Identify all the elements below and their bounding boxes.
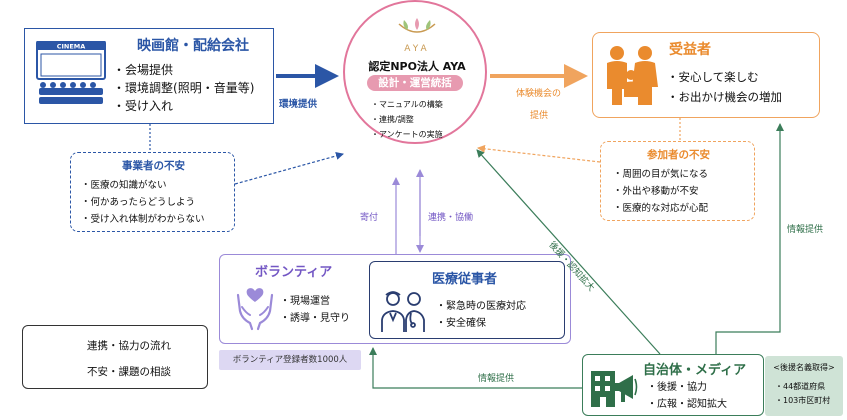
beneficiaries-list: 安心して楽しむ お出かけ機会の増加	[667, 67, 783, 107]
family-icon	[607, 46, 658, 105]
hands-heart-icon	[236, 288, 274, 331]
government-media-list: 後援・協力 広報・認知拡大	[647, 379, 727, 413]
legend-dotted-label: 不安・課題の相談	[87, 366, 171, 378]
list-item: 受け入れ体制がわからない	[81, 211, 205, 228]
cinema-list: 会場提供 環境調整(照明・音量等) 受け入れ	[113, 61, 254, 115]
env-provision-label: 環境提供	[279, 99, 318, 110]
cooperation-label: 連携・協働	[428, 213, 474, 223]
building-megaphone-icon	[591, 371, 638, 407]
government-media-box: 自治体・メディア 後援・協力 広報・認知拡大	[582, 354, 764, 416]
list-item: 44都道府県	[775, 380, 830, 394]
info-provision-bottom-label: 情報提供	[478, 374, 515, 384]
cinema-title: 映画館・配給会社	[137, 38, 249, 54]
info-provision-right-label: 情報提供	[787, 225, 824, 235]
list-item: 医療の知識がない	[81, 177, 205, 194]
list-item: 現場運営	[280, 293, 350, 310]
list-item: 103市区町村	[775, 394, 830, 408]
volunteer-box: ボランティア 現場運営 誘導・見守り 医療従事者	[219, 254, 571, 344]
business-concerns-title: 事業者の不安	[122, 160, 185, 172]
list-item: 受け入れ	[113, 97, 254, 115]
list-item: 誘導・見守り	[280, 310, 350, 327]
medical-staff-icon	[381, 291, 425, 332]
list-item: 外出や移動が不安	[613, 183, 708, 200]
list-item: 医療的な対応が心配	[613, 200, 709, 217]
medical-list: 緊急時の医療対応 安全確保	[436, 298, 526, 332]
beneficiaries-box: 受益者 安心して楽しむ お出かけ機会の増加	[592, 32, 820, 118]
aya-role-badge: 設計・運営統括	[367, 75, 463, 91]
volunteer-count-badge: ボランティア登録者数1000人	[219, 350, 361, 370]
list-item: お出かけ機会の増加	[667, 87, 783, 107]
legend-box: 連携・協力の流れ 不安・課題の相談	[22, 325, 208, 389]
dotted-concern-to-aya-right	[477, 144, 601, 163]
support-names-list: 44都道府県 103市区町村	[775, 380, 830, 408]
list-item: マニュアルの構築	[371, 97, 443, 112]
support-names-box: <後援名義取得> 44都道府県 103市区町村	[765, 356, 843, 416]
aya-list: マニュアルの構築 連携/調整 アンケートの実施	[371, 97, 443, 142]
aya-logo-icon	[398, 18, 436, 33]
list-item: アンケートの実施	[371, 127, 443, 142]
arrow-gov-to-beneficiaries	[715, 123, 784, 354]
business-concerns-box: 事業者の不安 医療の知識がない 何かあったらどうしよう 受け入れ体制がわからない	[70, 152, 235, 232]
list-item: 何かあったらどうしよう	[81, 194, 205, 211]
participant-concerns-list: 周囲の目が気になる 外出や移動が不安 医療的な対応が心配	[613, 166, 709, 217]
list-item: 広報・認知拡大	[647, 396, 727, 413]
legend-solid-label: 連携・協力の流れ	[87, 340, 171, 352]
medical-box: 医療従事者 緊急時の医療対応 安全確保	[369, 261, 565, 339]
list-item: 会場提供	[113, 61, 254, 79]
cinema-sign-text: CINEMA	[57, 43, 86, 51]
list-item: 周囲の目が気になる	[613, 166, 709, 183]
participant-concerns-title: 参加者の不安	[647, 149, 710, 161]
donation-label: 寄付	[360, 213, 379, 223]
list-item: 連携/調整	[371, 112, 443, 127]
list-item: 安心して楽しむ	[667, 67, 782, 87]
aya-circle: AYA 認定NPO法人 AYA 設計・運営統括 マニュアルの構築 連携/調整 ア…	[343, 0, 487, 144]
government-media-title: 自治体・メディア	[643, 363, 747, 378]
experience-label-1: 体験機会の	[516, 89, 562, 99]
arrow-gov-to-volunteer	[369, 347, 582, 389]
beneficiaries-title: 受益者	[669, 42, 711, 58]
list-item: 緊急時の医療対応	[436, 298, 526, 315]
support-names-title: <後援名義取得>	[773, 363, 835, 372]
list-item: 安全確保	[436, 315, 526, 332]
medical-title: 医療従事者	[432, 272, 498, 287]
arrow-gov-to-aya	[476, 149, 661, 355]
participant-concerns-box: 参加者の不安 周囲の目が気になる 外出や移動が不安 医療的な対応が心配	[600, 141, 755, 221]
list-item: 後援・協力	[647, 379, 727, 396]
volunteer-title: ボランティア	[255, 265, 333, 280]
dotted-concern-to-aya	[234, 152, 344, 185]
business-concerns-list: 医療の知識がない 何かあったらどうしよう 受け入れ体制がわからない	[81, 177, 205, 228]
experience-label-2: 提供	[530, 111, 549, 121]
volunteer-list: 現場運営 誘導・見守り	[280, 293, 350, 327]
aya-name: 認定NPO法人 AYA	[368, 60, 466, 73]
list-item: 環境調整(照明・音量等)	[113, 79, 254, 97]
cinema-icon: CINEMA	[36, 41, 106, 104]
cinema-box: CINEMA 映画館・配給会社 会場提供 環境調整(照明・音量等) 受け入れ	[24, 28, 274, 124]
aya-logo-text: AYA	[404, 44, 430, 54]
